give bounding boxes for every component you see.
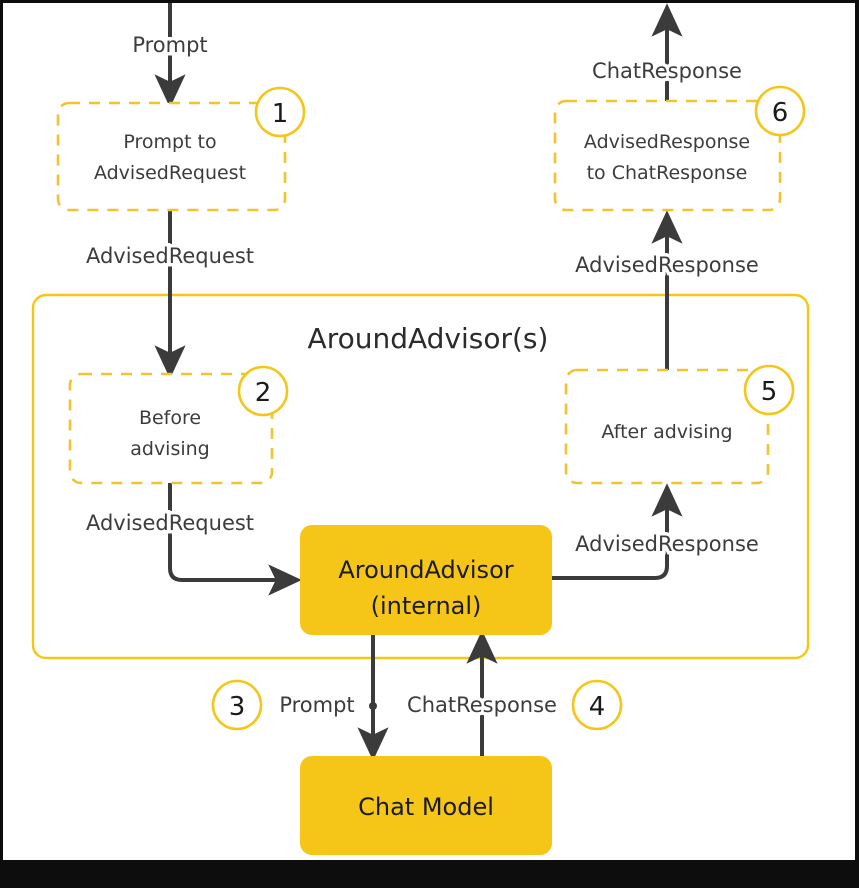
frame-border-left <box>0 0 3 888</box>
step-1-box <box>56 101 287 212</box>
step-4-node[interactable]: 4 <box>571 679 623 731</box>
chat-model-box <box>300 756 552 855</box>
step-5-label-line-1: After advising <box>601 421 732 443</box>
step-2-label-line-1: Before <box>139 407 201 429</box>
around-advisors-group-title: AroundAdvisor(s) <box>308 322 549 355</box>
flow-label-group: Prompt AdvisedRequest AdvisedRequest Pro… <box>82 30 762 721</box>
step-6-box <box>553 99 782 212</box>
frame-border-top <box>0 0 859 3</box>
step-3-badge-circle <box>211 679 263 731</box>
step-6-node[interactable]: AdvisedResponse to ChatResponse 6 <box>553 85 806 212</box>
step-2-badge-circle <box>237 365 289 417</box>
chat-model-node[interactable]: Chat Model <box>300 756 552 855</box>
around-advisor-internal-node[interactable]: AroundAdvisor (internal) <box>300 525 552 635</box>
frame-border-bottom <box>0 860 859 888</box>
step-1-label-line-1: Prompt to <box>123 131 216 153</box>
flow-label-chat-response-from-model: ChatResponse <box>407 693 557 717</box>
step-5-node[interactable]: After advising 5 <box>564 364 795 485</box>
step-1-badge-circle <box>254 86 306 138</box>
step-5-badge-number: 5 <box>761 377 778 407</box>
step-2-label-line-2: advising <box>130 438 210 460</box>
flow-label-chat-response-out: ChatResponse <box>592 59 742 83</box>
connector-advised-request-2 <box>168 483 302 596</box>
frame-border-right <box>855 0 859 888</box>
step-5-box <box>564 368 770 485</box>
step-4-badge-circle <box>571 679 623 731</box>
around-advisors-group-container <box>31 293 810 660</box>
flow-label-advised-response-1: AdvisedResponse <box>575 532 759 556</box>
around-advisor-internal-box <box>300 525 552 635</box>
connector-advised-response-1 <box>552 483 683 580</box>
step-2-badge-number: 2 <box>255 378 272 408</box>
step-3-badge-number: 3 <box>229 692 246 722</box>
chat-model-label: Chat Model <box>358 793 494 821</box>
around-advisor-internal-label-line-2: (internal) <box>371 592 482 620</box>
flow-label-prompt-in: Prompt <box>132 33 207 57</box>
flow-label-advised-request-1: AdvisedRequest <box>86 244 254 268</box>
step-3-node[interactable]: 3 <box>211 679 263 731</box>
flow-label-prompt-to-model: Prompt <box>279 693 354 717</box>
step-1-node[interactable]: Prompt to AdvisedRequest 1 <box>56 86 306 212</box>
step-1-label-line-2: AdvisedRequest <box>94 162 246 184</box>
step-6-badge-circle <box>754 85 806 137</box>
flow-label-advised-request-2: AdvisedRequest <box>86 511 254 535</box>
prompt-line-junction-dot <box>369 702 377 710</box>
step-5-badge-circle <box>743 364 795 416</box>
around-advisor-internal-label-line-1: AroundAdvisor <box>338 556 513 584</box>
step-6-label-line-1: AdvisedResponse <box>584 131 750 153</box>
step-4-badge-number: 4 <box>589 692 606 722</box>
flow-label-advised-response-2: AdvisedResponse <box>575 253 759 277</box>
step-1-badge-number: 1 <box>272 99 289 129</box>
step-2-box <box>68 372 274 485</box>
step-2-node[interactable]: Before advising 2 <box>68 365 289 485</box>
step-6-label-line-2: to ChatResponse <box>587 162 748 184</box>
step-6-badge-number: 6 <box>772 98 789 128</box>
